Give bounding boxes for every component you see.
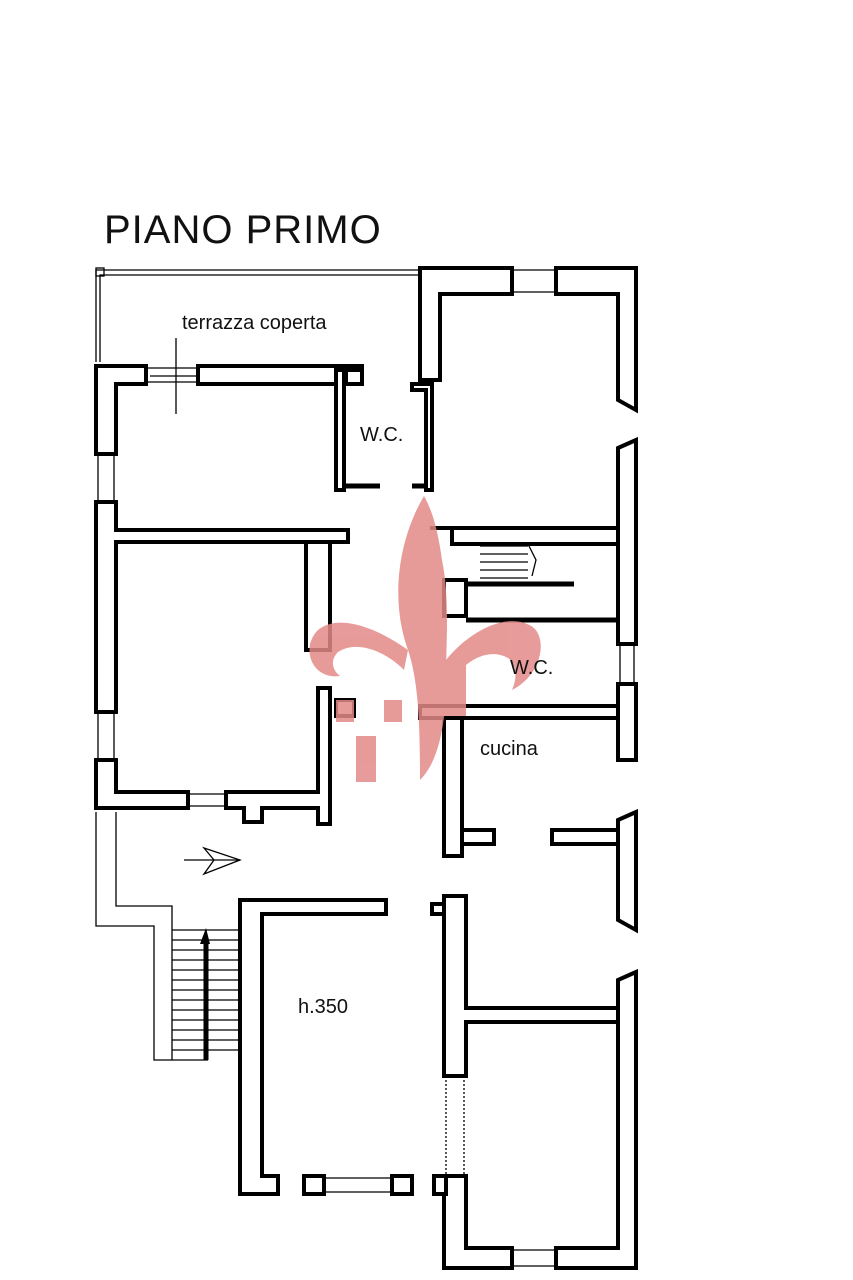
- room-label-wc-mid: W.C.: [510, 657, 554, 679]
- room-label-terrace: terrazza coperta: [182, 312, 327, 334]
- page-title: PIANO PRIMO: [104, 208, 382, 252]
- fleur-de-lis-logo-icon: [309, 496, 541, 782]
- room-label-wc-top: W.C.: [360, 424, 404, 446]
- room-label-height: h.350: [298, 996, 349, 1018]
- stairs-internal: [480, 543, 537, 579]
- window-marks: [97, 269, 635, 1267]
- interior-walls: [334, 368, 620, 1078]
- stairs-external: [95, 812, 240, 1061]
- room-label-kitchen: cucina: [480, 738, 538, 760]
- outer-walls: [94, 266, 638, 1270]
- entrance-arrow-icon: [184, 846, 242, 876]
- terrace-outline: [95, 267, 418, 414]
